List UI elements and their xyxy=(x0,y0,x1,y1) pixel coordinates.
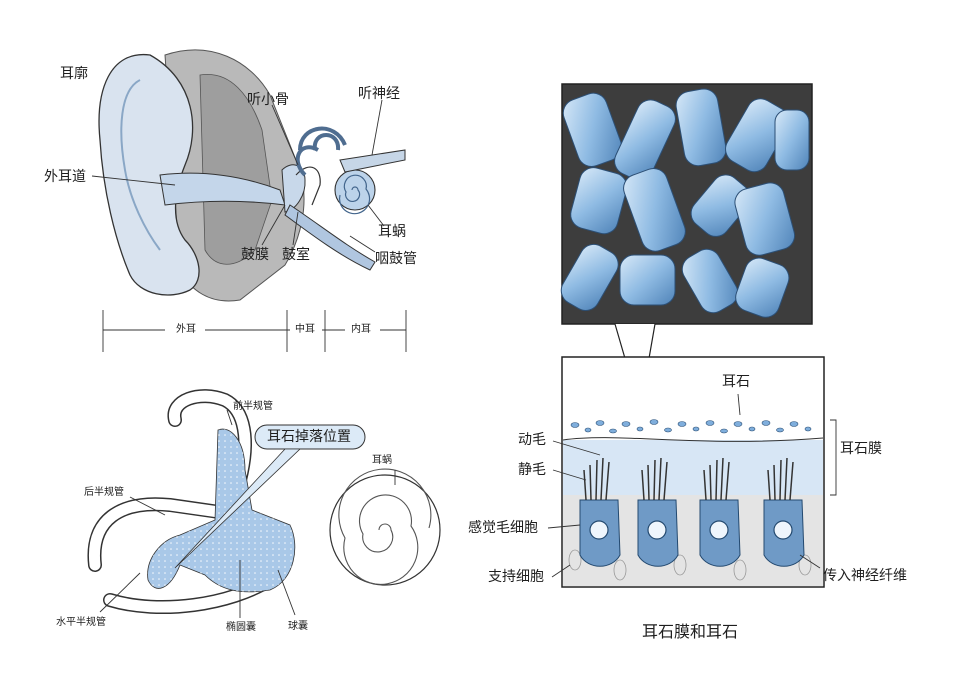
label-tympanic-cavity: 鼓室 xyxy=(282,247,310,263)
label-middle-ear: 中耳 xyxy=(295,324,315,335)
label-posterior-canal: 后半规管 xyxy=(84,487,124,498)
ear-canal-shape xyxy=(159,172,286,206)
label-otolith-fall-site: 耳石掉落位置 xyxy=(267,429,351,445)
otolith-membrane-section xyxy=(547,356,837,588)
hair-cells xyxy=(579,457,805,567)
label-supporting-cell: 支持细胞 xyxy=(488,569,544,585)
label-otoliths: 耳石 xyxy=(722,374,750,390)
label-eardrum: 鼓膜 xyxy=(241,247,269,263)
label-cochlea-bottom: 耳蜗 xyxy=(372,455,392,466)
label-afferent-nerve: 传入神经纤维 xyxy=(823,568,907,584)
pinna-shape xyxy=(98,54,200,296)
label-inner-ear: 内耳 xyxy=(351,324,371,335)
ear-anatomy-drawing xyxy=(91,49,407,352)
otolith-crystal-closeup xyxy=(560,83,813,411)
label-utricle: 椭圆囊 xyxy=(226,622,256,633)
label-pinna: 耳廓 xyxy=(60,66,88,82)
vestibule-drawing xyxy=(87,389,441,618)
label-auditory-nerve: 听神经 xyxy=(358,86,400,102)
label-kinocilium: 动毛 xyxy=(518,432,546,448)
label-ear-canal: 外耳道 xyxy=(44,169,86,185)
label-outer-ear: 外耳 xyxy=(176,324,196,335)
label-horizontal-canal: 水平半规管 xyxy=(56,617,106,628)
label-saccule: 球囊 xyxy=(288,621,308,632)
label-hair-cell: 感觉毛细胞 xyxy=(468,520,538,536)
label-otolithic-membrane: 耳石膜 xyxy=(840,441,882,457)
label-ossicles: 听小骨 xyxy=(247,92,289,108)
figure-caption: 耳石膜和耳石 xyxy=(642,622,739,641)
label-anterior-canal: 前半规管 xyxy=(233,401,273,412)
label-stereocilia: 静毛 xyxy=(518,462,546,478)
label-cochlea-top: 耳蜗 xyxy=(378,224,406,240)
label-eustachian-tube: 咽鼓管 xyxy=(375,251,417,267)
